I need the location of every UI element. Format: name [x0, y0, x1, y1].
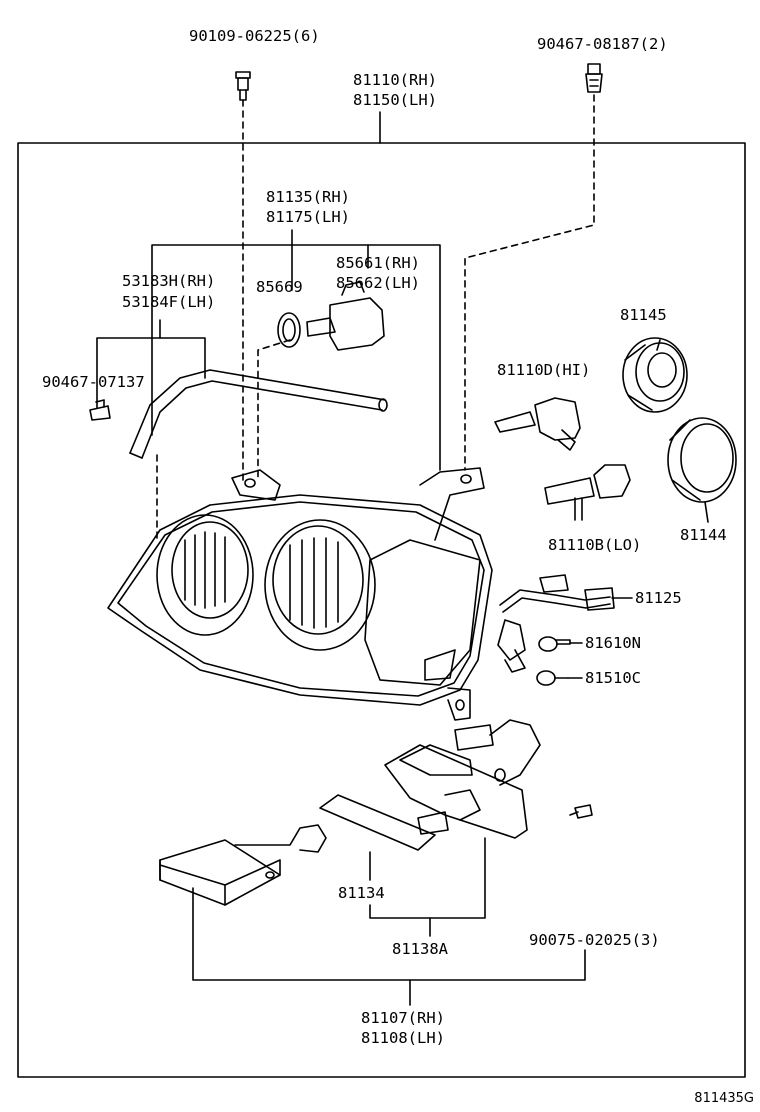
lens-81134 — [319, 794, 436, 851]
label-81125: 81125 — [635, 589, 682, 607]
leader-90467-dashed — [464, 94, 595, 471]
label-90467-08187: 90467-08187(2) — [537, 35, 668, 53]
cap-81145 — [622, 337, 688, 413]
label-81135-rh: 81135(RH) — [266, 188, 350, 206]
screw-90075 — [569, 804, 593, 819]
label-81107-lh: 81108(LH) — [361, 1029, 445, 1047]
bulb-81110B — [544, 464, 631, 521]
bracket-53183 — [96, 337, 206, 409]
label-90109: 90109-06225(6) — [189, 27, 320, 45]
label-85661-rh: 85661(RH) — [336, 254, 420, 272]
label-81110-rh: 81110(RH) — [353, 71, 437, 89]
label-81145: 81145 — [620, 306, 667, 324]
label-81110b: 81110B(LO) — [548, 536, 642, 554]
figure-id: 811435G — [694, 1091, 754, 1106]
bolt-90109 — [235, 71, 251, 101]
seal-85669 — [277, 312, 301, 348]
label-81144: 81144 — [680, 526, 727, 544]
label-81135-lh: 81175(LH) — [266, 208, 350, 226]
clip-90467-08187 — [585, 63, 603, 93]
ring-81144 — [667, 417, 737, 523]
label-81610n: 81610N — [585, 634, 641, 652]
label-81110-lh: 81150(LH) — [353, 91, 437, 109]
label-81134: 81134 — [338, 884, 385, 902]
label-81510c: 81510C — [585, 669, 641, 687]
label-90075: 90075-02025(3) — [529, 931, 660, 949]
label-81107-rh: 81107(RH) — [361, 1009, 445, 1027]
bulb-81110D — [494, 397, 581, 451]
leader-85669-dashed — [257, 339, 291, 479]
label-85669: 85669 — [256, 278, 303, 296]
socket-85661 — [306, 281, 385, 351]
socket-wire-81125 — [497, 574, 633, 673]
bracket-81107 — [192, 887, 586, 981]
bulb-81510C — [536, 670, 569, 686]
weatherstrip-53183 — [129, 369, 388, 459]
harness-81138A — [384, 719, 541, 839]
label-53183-lh: 53184F(LH) — [122, 293, 216, 311]
ballast-81107 — [159, 824, 327, 906]
label-81138a: 81138A — [392, 940, 448, 958]
headlamp-housing — [107, 467, 493, 721]
bracket-81138A — [369, 837, 486, 919]
label-81110d: 81110D(HI) — [497, 361, 591, 379]
label-53183-rh: 53183H(RH) — [122, 272, 216, 290]
bracket-81135 — [151, 244, 441, 471]
bulb-81610N — [538, 636, 571, 652]
main-frame — [17, 142, 746, 1078]
label-85661-lh: 85662(LH) — [336, 274, 420, 292]
label-90467-07137: 90467-07137 — [42, 373, 145, 391]
clip-90467-07137 — [89, 399, 111, 421]
